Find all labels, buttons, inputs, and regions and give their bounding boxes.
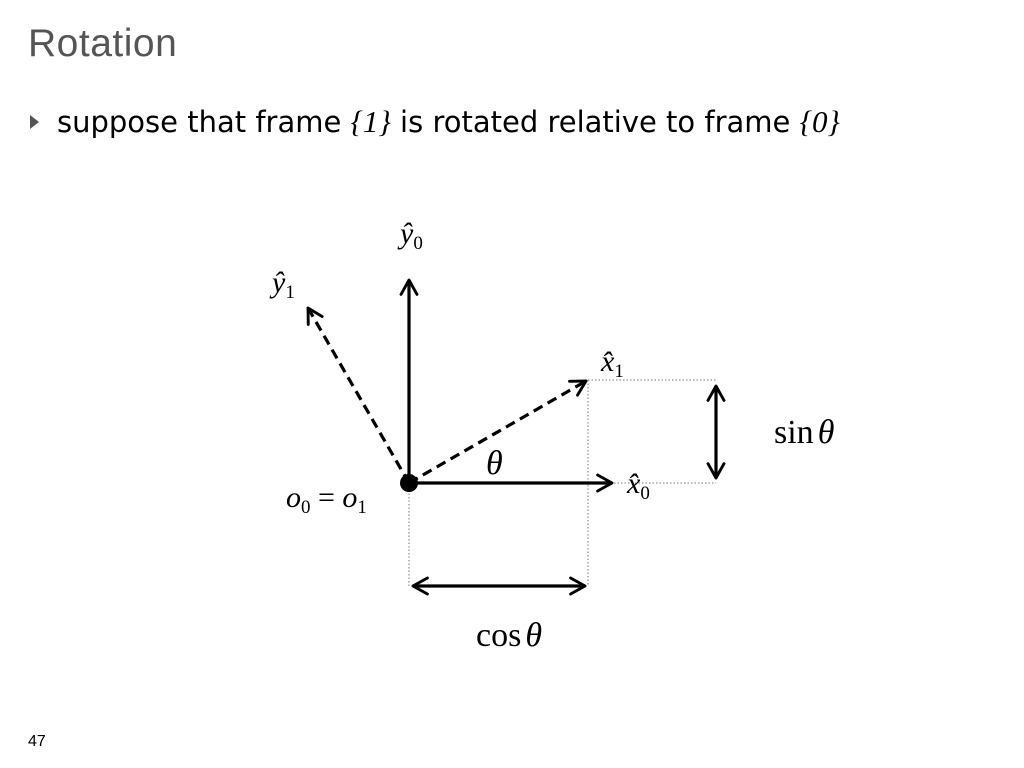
origin-point — [400, 474, 418, 492]
bullet-text-prefix: suppose that frame — [57, 105, 351, 139]
x0-label: x̂0 — [626, 467, 650, 504]
bullet-arrow-icon — [30, 115, 39, 129]
slide-number: 47 — [28, 733, 46, 750]
slide-title: Rotation — [28, 22, 178, 65]
x1-axis-arrow — [408, 379, 588, 485]
y1-label: ŷ1 — [269, 266, 295, 303]
bullet-line: suppose that frame {1} is rotated relati… — [30, 104, 840, 140]
y0-label: ŷ0 — [397, 217, 423, 254]
frame-1-label: {1} — [350, 104, 391, 139]
x1-label: x̂1 — [600, 345, 624, 382]
frame-0-label: {0} — [799, 104, 840, 139]
theta-label: θ — [486, 445, 503, 482]
bullet-text-middle: is rotated relative to frame — [390, 105, 800, 139]
origin-label: o0 = o1 — [286, 481, 367, 518]
y1-axis-arrow — [306, 306, 411, 484]
